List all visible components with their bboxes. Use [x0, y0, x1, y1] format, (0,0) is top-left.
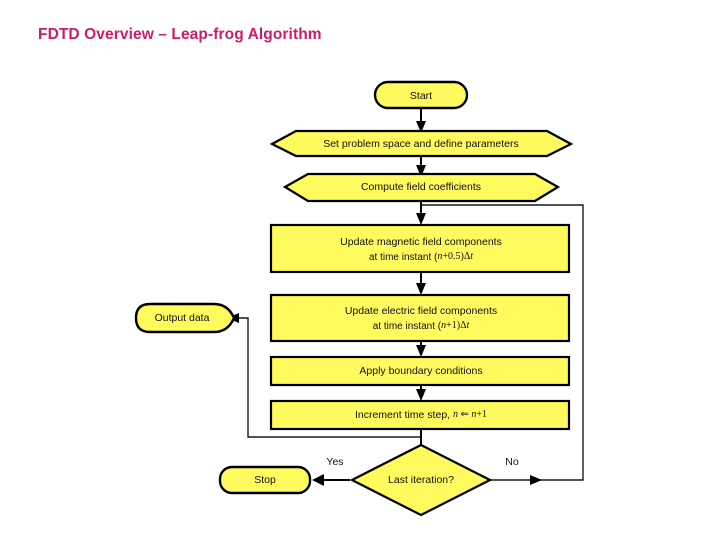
node-coeffs-label: Compute field coefficients	[361, 181, 481, 193]
node-last-iteration-decision[interactable]: Last iteration?	[349, 443, 493, 517]
edge-magnetic-to-electric	[416, 272, 426, 295]
edge-label-yes: Yes	[326, 456, 343, 468]
node-stop[interactable]: Stop	[218, 465, 312, 495]
node-update-electric-field-label-line1: Update electric field components	[345, 305, 497, 317]
node-apply-boundary-conditions[interactable]: Apply boundary conditions	[269, 355, 571, 387]
node-update-electric-field-label-line2: at time instant (n+1)Δt	[373, 320, 470, 331]
node-update-magnetic-field-label-line1: Update magnetic field components	[340, 236, 502, 248]
node-update-electric-field[interactable]: Update electric field components at time…	[269, 293, 571, 343]
node-setup-label: Set problem space and define parameters	[323, 138, 519, 150]
page-title: FDTD Overview – Leap-frog Algorithm	[38, 26, 322, 43]
flowchart-svg: Start Set problem space and define param…	[134, 80, 584, 517]
node-coeffs[interactable]: Compute field coefficients	[282, 172, 561, 203]
edge-yes-to-stop	[312, 474, 350, 486]
node-start[interactable]: Start	[373, 80, 469, 110]
node-update-magnetic-field[interactable]: Update magnetic field components at time…	[269, 223, 571, 274]
node-stop-label: Stop	[254, 474, 276, 486]
node-apply-boundary-conditions-label: Apply boundary conditions	[359, 365, 482, 377]
node-increment-time-step[interactable]: Increment time step, n ⇐ n+1	[269, 399, 571, 431]
node-setup[interactable]: Set problem space and define parameters	[269, 129, 574, 158]
edge-boundary-to-increment	[416, 385, 426, 401]
node-last-iteration-decision-label: Last iteration?	[388, 474, 454, 486]
edge-coeffs-to-magnetic	[416, 201, 426, 225]
edge-electric-to-boundary	[416, 341, 426, 357]
node-start-label: Start	[410, 90, 432, 102]
edge-no-loop-back	[421, 204, 584, 485]
node-update-magnetic-field-label-line2: at time instant (n+0.5)Δt	[369, 251, 473, 262]
edge-setup-to-coeffs	[416, 156, 426, 177]
node-output-data[interactable]: Output data	[134, 302, 236, 334]
node-increment-time-step-label: Increment time step, n ⇐ n+1	[355, 409, 487, 421]
fdtd-leapfrog-flowchart: Start Set problem space and define param…	[0, 60, 720, 520]
edge-label-no: No	[505, 456, 519, 468]
edge-start-to-setup	[416, 108, 426, 133]
node-output-data-label: Output data	[155, 312, 210, 324]
